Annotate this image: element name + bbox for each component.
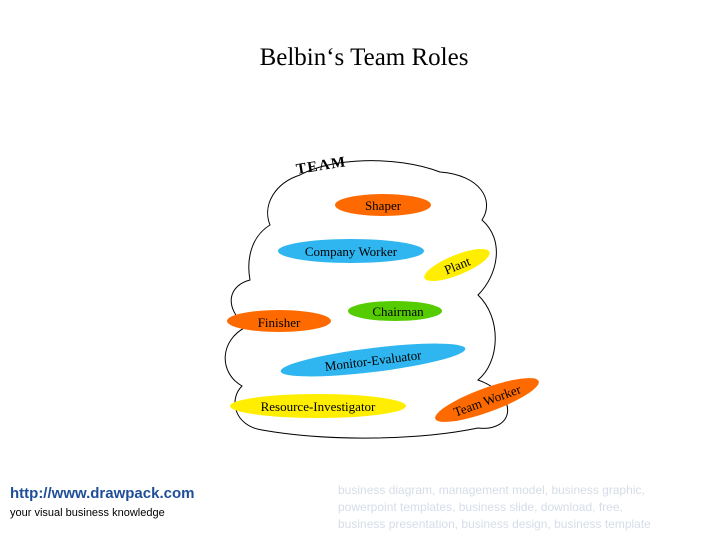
role-shaper: Shaper <box>335 194 431 216</box>
role-chairman: Chairman <box>348 301 442 321</box>
role-chairman-shape <box>348 301 442 321</box>
watermark-text: business diagram, management model, busi… <box>338 482 718 533</box>
role-finisher-label: Finisher <box>258 315 301 330</box>
role-company-worker-label: Company Worker <box>305 244 398 259</box>
footer-tagline: your visual business knowledge <box>10 507 165 519</box>
team-label: TEAM <box>295 154 348 178</box>
watermark-line: powerpoint templates, business slide, do… <box>338 500 623 514</box>
role-finisher-shape <box>227 310 331 332</box>
role-plant-shape <box>424 248 490 282</box>
role-company-worker: Company Worker <box>278 239 424 263</box>
watermark-line: business diagram, management model, busi… <box>338 483 645 497</box>
role-shaper-shape <box>335 194 431 216</box>
role-company-worker-shape <box>278 239 424 263</box>
role-chairman-label: Chairman <box>372 304 424 319</box>
diagram-title: Belbin‘s Team Roles <box>259 44 469 71</box>
role-shaper-label: Shaper <box>365 198 402 213</box>
footer-url-link[interactable]: http://www.drawpack.com <box>10 485 195 502</box>
role-monitor-evaluator-shape <box>280 343 466 377</box>
role-resource-investigator-shape <box>230 394 406 418</box>
role-team-worker-shape <box>435 378 539 422</box>
role-resource-investigator: Resource-Investigator <box>230 394 406 418</box>
role-resource-investigator-label: Resource-Investigator <box>261 399 376 414</box>
watermark-line: business presentation, business design, … <box>338 517 651 531</box>
role-finisher: Finisher <box>227 310 331 332</box>
